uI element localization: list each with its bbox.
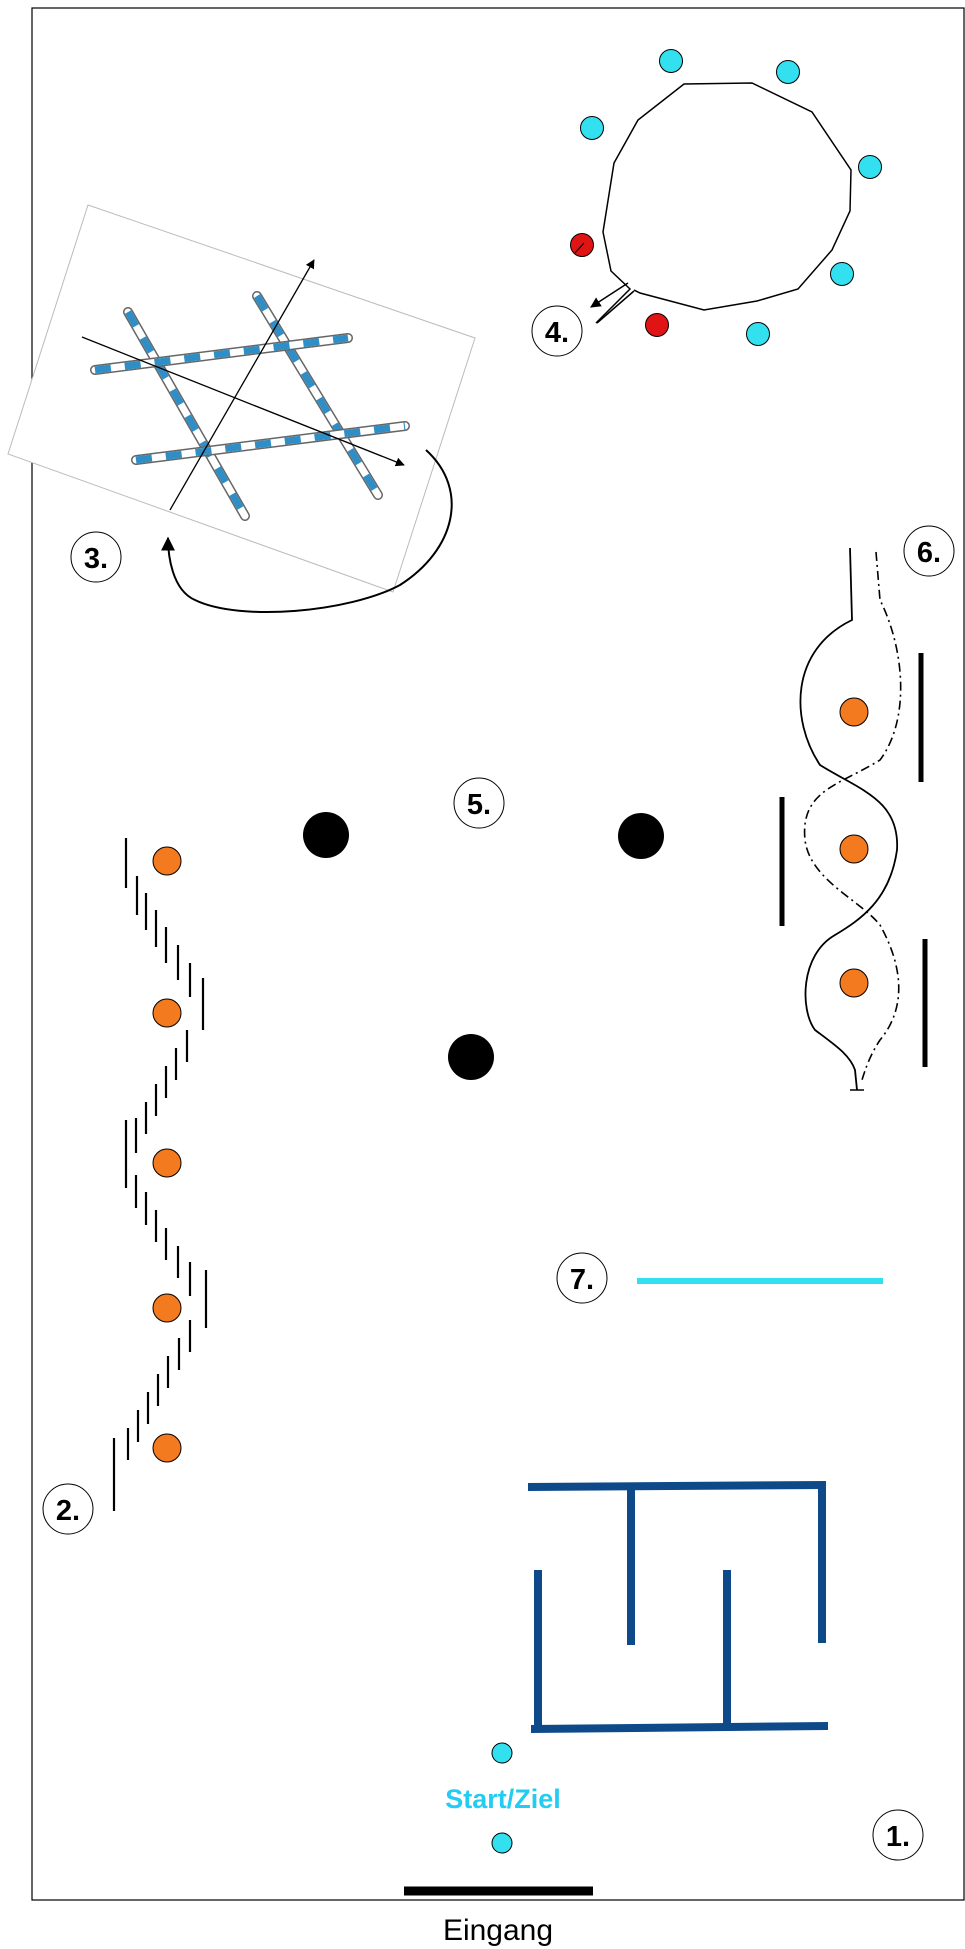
station-number: 2. [56, 1495, 80, 1527]
cone-orange [153, 847, 181, 875]
slalom-path-solid [800, 548, 897, 1090]
cone-cyan [859, 156, 882, 179]
station-number: 1. [886, 1821, 910, 1853]
station-badge-1: 1. [873, 1810, 923, 1860]
station-2-zigzag [114, 838, 206, 1511]
station-badge-2: 2. [43, 1484, 93, 1534]
loop-exit-line [597, 291, 634, 323]
station-badge-7: 7. [557, 1253, 607, 1303]
loop-arrow [591, 283, 628, 307]
finish-cone [492, 1833, 512, 1853]
start-cone [492, 1743, 512, 1763]
cone-cyan [660, 50, 683, 73]
cone-cyan [747, 323, 770, 346]
ball [618, 813, 664, 859]
grid-card [8, 205, 475, 592]
station-6-slalom [782, 548, 925, 1090]
cone-orange [153, 1294, 181, 1322]
cone-cyan [777, 61, 800, 84]
ball [303, 812, 349, 858]
maze-wall [531, 1726, 828, 1729]
station-number: 3. [84, 543, 108, 575]
station-badge-6: 6. [904, 526, 954, 576]
ball [448, 1034, 494, 1080]
cone-orange [153, 1149, 181, 1177]
loop-path-line [596, 83, 851, 323]
station-badge-5: 5. [454, 778, 504, 828]
station-number: 5. [467, 789, 491, 821]
cone-orange [840, 698, 868, 726]
station-1-maze [528, 1485, 828, 1730]
cone-cyan [581, 117, 604, 140]
slalom-path-dashed [805, 552, 901, 1080]
station-badge-4: 4. [532, 306, 582, 356]
station-number: 7. [570, 1264, 594, 1296]
cone-orange [840, 969, 868, 997]
cone-cyan [831, 263, 854, 286]
station-5-balls [303, 812, 664, 1080]
cone-orange [153, 999, 181, 1027]
station-number: 4. [545, 317, 569, 349]
start-finish-label: Start/Ziel [445, 1784, 561, 1814]
cone-orange [153, 1434, 181, 1462]
cone-orange [840, 835, 868, 863]
cone-red [646, 314, 669, 337]
station-number: 6. [917, 537, 941, 569]
station-badge-3: 3. [71, 532, 121, 582]
maze-wall [528, 1485, 826, 1487]
entrance-label: Eingang [443, 1914, 553, 1947]
